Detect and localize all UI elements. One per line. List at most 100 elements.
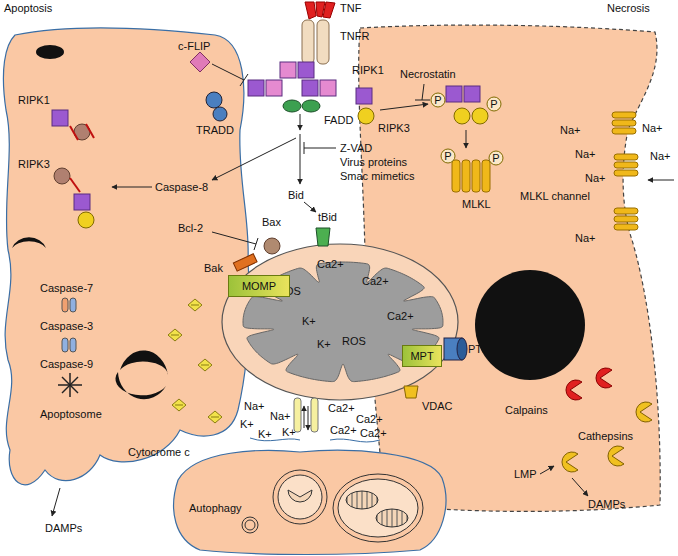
label-text: RIPK3: [18, 158, 50, 171]
cleaved-ripk: [78, 212, 94, 228]
autophagosome: [273, 470, 327, 524]
region-label: Necrosis: [607, 2, 650, 15]
apoptosome-symbol: [62, 377, 78, 393]
autophagy-cell: Autophagy: [175, 440, 445, 554]
caspase-symbol: [62, 298, 68, 312]
fadd-symbol: [283, 100, 320, 112]
cleaved-ripk: [52, 110, 68, 126]
label-text: Calpains: [505, 404, 548, 417]
mlkl-channel: [612, 112, 638, 230]
mpt-box: MPT: [402, 345, 442, 367]
label-text: K+: [240, 418, 254, 431]
region-label: Apoptosis: [4, 2, 52, 15]
label-text: Smac mimetics: [340, 170, 415, 183]
cleaved-ripk: [70, 178, 80, 192]
mlkl-symbol: [482, 160, 490, 192]
arrows: [300, 114, 301, 130]
box-label: MPT: [410, 350, 433, 363]
label-text: Bcl-2: [178, 222, 203, 235]
mlkl-channel: [614, 170, 638, 176]
apoptosome-symbol: [58, 373, 82, 397]
region-label: K+: [302, 315, 316, 328]
autophagosome: [376, 509, 408, 527]
necrosome: [446, 86, 462, 102]
label-text: PTPC: [468, 343, 497, 356]
necrosome: [487, 97, 501, 111]
label-text: LMP: [514, 468, 537, 481]
mlkl-channel: [614, 162, 638, 168]
cleaved-ripk: [70, 126, 78, 140]
necrosome: [431, 93, 445, 107]
label-text: K+: [282, 426, 296, 439]
necrosome: [454, 108, 470, 124]
label-text: RIPK3: [378, 122, 410, 135]
label-text: MLKL channel: [520, 190, 590, 203]
tnf-trimer: [305, 2, 316, 19]
tradd-symbol: [206, 92, 227, 121]
arrows: [304, 202, 316, 212]
tnf-trimer: [305, 2, 335, 19]
apoptotic-cell: [3, 28, 249, 485]
arrows: [572, 478, 588, 496]
inhibition: [212, 64, 244, 80]
autophagosome: [242, 470, 423, 542]
label-text: P: [490, 98, 497, 111]
ion-channel: [304, 406, 305, 428]
arrows: [415, 100, 430, 101]
mlkl-symbol: [462, 160, 470, 192]
cathepsins: [562, 452, 578, 472]
label-text: Caspase-8: [155, 181, 208, 194]
arrows: [212, 232, 256, 244]
tnf-receptor: [302, 20, 314, 64]
label-text: P: [444, 150, 451, 163]
mlkl-channel: [612, 112, 636, 118]
label-text: DAMPs: [588, 498, 625, 511]
label-text: RIPK1: [352, 64, 384, 77]
mlkl-channel: [612, 120, 636, 126]
region-label: Ca2+: [362, 275, 389, 288]
label-text: RIPK1: [18, 94, 50, 107]
label-text: Bax: [262, 216, 281, 229]
death-domains: [280, 62, 296, 78]
ripk1-symbol: [356, 88, 372, 104]
bak-symbol: [233, 254, 257, 271]
cleaved-ripk: [54, 168, 70, 184]
arrows: [380, 104, 428, 110]
tradd-symbol: [206, 92, 222, 108]
cathepsins: [562, 402, 652, 472]
label-text: FADD: [324, 114, 353, 127]
tnf-receptor: [317, 20, 329, 64]
cleaved-ripk: [74, 194, 90, 210]
label-text: Na+: [642, 122, 663, 135]
nucleus-fragment: [115, 372, 166, 399]
label-text: Na+: [575, 232, 596, 245]
necrosome: [431, 86, 501, 124]
arrows: [648, 180, 674, 181]
label-text: Apoptosome: [40, 408, 102, 421]
arrows: [212, 138, 296, 180]
label-text: Caspase-9: [40, 358, 93, 371]
label-text: DAMPs: [45, 522, 82, 535]
tnf-receptor: [302, 20, 329, 64]
tnf-trimer: [323, 2, 335, 18]
label-text: Bid: [288, 189, 304, 202]
label-text: TNFR: [340, 30, 369, 43]
death-domains: [320, 80, 336, 96]
mlkl-channel: [614, 224, 638, 230]
calpains: [566, 380, 582, 400]
autophagosome: [242, 517, 258, 533]
arrows: [540, 466, 554, 474]
necrosome: [464, 86, 480, 102]
label-text: Necrostatin: [400, 68, 456, 81]
region-label: Ca2+: [317, 258, 344, 271]
label-text: Na+: [270, 410, 291, 423]
label-text: Z-VAD: [340, 142, 372, 155]
label-text: Bak: [204, 262, 223, 275]
label-text: Caspase-3: [40, 320, 93, 333]
label-text: K+: [258, 428, 272, 441]
cathepsins: [636, 402, 652, 422]
arrows: [300, 134, 301, 184]
fadd-symbol: [283, 100, 301, 112]
arrows: [112, 187, 152, 188]
